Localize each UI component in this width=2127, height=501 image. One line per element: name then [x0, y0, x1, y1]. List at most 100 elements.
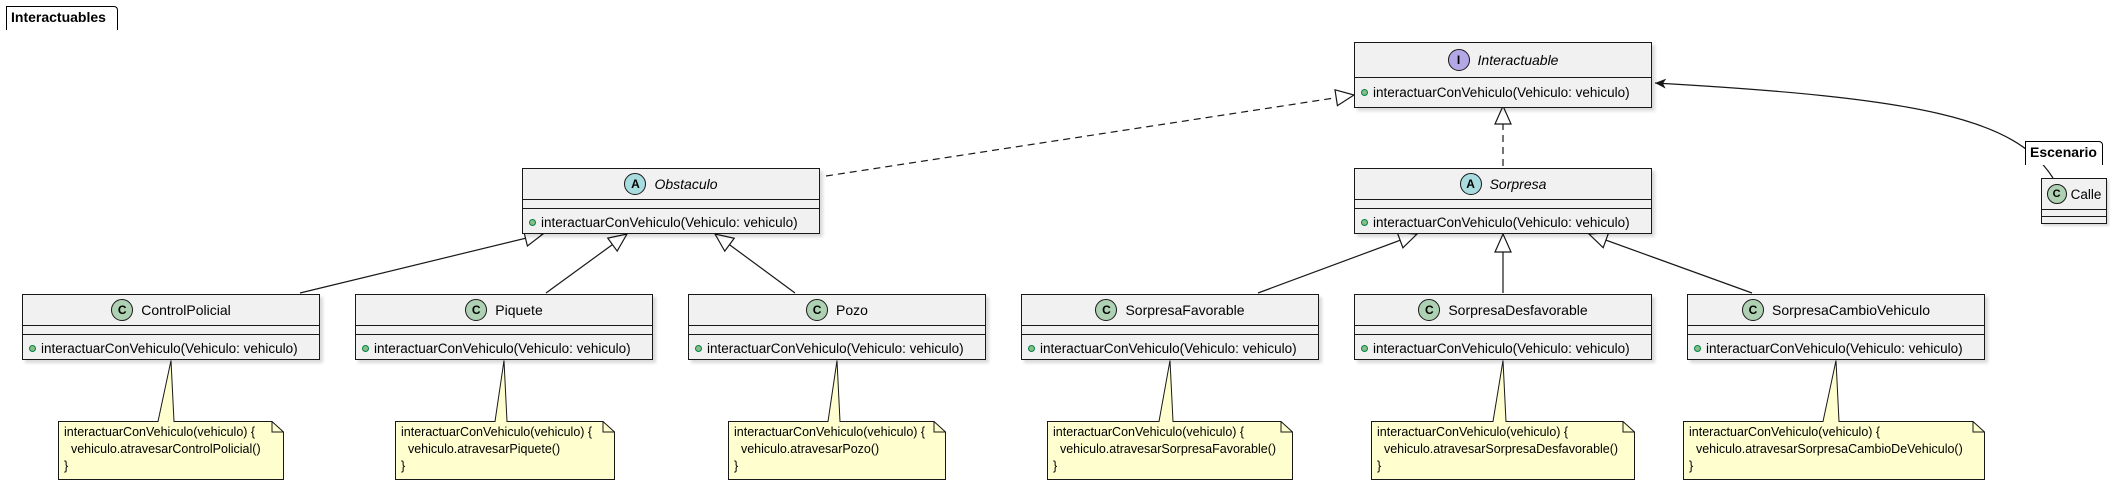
note-line: }	[1689, 459, 1694, 473]
class-sorpresacambiovehiculo[interactable]: C SorpresaCambioVehiculo interactuarConV…	[1687, 294, 1985, 360]
generalization-sorpresacambio	[1589, 234, 1753, 294]
note-line: interactuarConVehiculo(vehiculo) {	[1377, 425, 1569, 439]
class-method: interactuarConVehiculo(Vehiculo: vehicul…	[1373, 341, 1630, 356]
realization-obstaculo	[825, 95, 1354, 177]
note-line: vehiculo.atravesarSorpresaCambioDeVehicu…	[1689, 442, 1963, 456]
class-stereotype-icon: C	[1742, 299, 1764, 321]
class-stereotype-icon: C	[1095, 299, 1118, 321]
class-pozo[interactable]: C Pozo interactuarConVehiculo(Vehiculo: …	[688, 294, 986, 360]
note-line: vehiculo.atravesarControlPolicial()	[64, 442, 261, 456]
fields-compartment	[356, 326, 652, 335]
public-method-icon	[362, 345, 369, 352]
method-row: interactuarConVehiculo(Vehiculo: vehicul…	[1022, 335, 1318, 362]
note-line: vehiculo.atravesarPozo()	[734, 442, 880, 456]
class-header: C SorpresaFavorable	[1022, 295, 1318, 326]
note-shape	[395, 360, 615, 480]
package-tab-escenario: Escenario	[2025, 141, 2103, 165]
note-shape	[1371, 360, 1635, 480]
note-line: }	[1053, 459, 1058, 473]
class-method: interactuarConVehiculo(Vehiculo: vehicul…	[541, 215, 798, 230]
class-piquete[interactable]: C Piquete interactuarConVehiculo(Vehicul…	[355, 294, 653, 360]
note-line: }	[401, 459, 406, 473]
class-header: C Calle	[2042, 179, 2106, 210]
note-sorpresadesfavorable: interactuarConVehiculo(vehiculo) { vehic…	[1371, 360, 1635, 480]
public-method-icon	[695, 345, 702, 352]
class-sorpresafavorable[interactable]: C SorpresaFavorable interactuarConVehicu…	[1021, 294, 1319, 360]
class-header: C Pozo	[689, 295, 985, 326]
note-line: vehiculo.atravesarSorpresaDesfavorable()	[1377, 442, 1619, 456]
class-stereotype-icon: C	[2046, 184, 2067, 204]
method-row: interactuarConVehiculo(Vehiculo: vehicul…	[23, 335, 319, 362]
note-text: interactuarConVehiculo(vehiculo) { vehic…	[1689, 424, 1963, 475]
public-method-icon	[529, 219, 536, 226]
public-method-icon	[1028, 345, 1035, 352]
abstract-class-obstaculo[interactable]: A Obstaculo interactuarConVehiculo(Vehic…	[522, 168, 820, 234]
note-line: vehiculo.atravesarSorpresaFavorable()	[1053, 442, 1277, 456]
note-text: interactuarConVehiculo(vehiculo) { vehic…	[734, 424, 925, 475]
class-controlpolicial[interactable]: C ControlPolicial interactuarConVehiculo…	[22, 294, 320, 360]
class-method: interactuarConVehiculo(Vehiculo: vehicul…	[1040, 341, 1297, 356]
class-name: Piquete	[495, 302, 543, 318]
public-method-icon	[1694, 345, 1701, 352]
note-line: interactuarConVehiculo(vehiculo) {	[1689, 425, 1881, 439]
interface-header: I Interactuable	[1355, 43, 1651, 78]
interface-interactuable[interactable]: I Interactuable interactuarConVehiculo(V…	[1354, 42, 1652, 108]
abstract-stereotype-icon: A	[624, 173, 647, 195]
class-method: interactuarConVehiculo(Vehiculo: vehicul…	[707, 341, 964, 356]
fields-compartment	[1355, 326, 1651, 335]
note-shape	[1047, 360, 1293, 480]
class-name: SorpresaCambioVehiculo	[1772, 302, 1930, 318]
note-line: }	[64, 459, 69, 473]
note-piquete: interactuarConVehiculo(vehiculo) { vehic…	[395, 360, 615, 480]
class-stereotype-icon: C	[1418, 299, 1441, 321]
method-row: interactuarConVehiculo(Vehiculo: vehicul…	[1355, 335, 1651, 362]
abstract-class-sorpresa[interactable]: A Sorpresa interactuarConVehiculo(Vehicu…	[1354, 168, 1652, 234]
note-line: vehiculo.atravesarPiquete()	[401, 442, 561, 456]
class-name: Pozo	[836, 302, 868, 318]
interface-stereotype-icon: I	[1447, 49, 1470, 71]
note-line: interactuarConVehiculo(vehiculo) {	[64, 425, 256, 439]
abstract-stereotype-icon: A	[1459, 173, 1482, 195]
fields-compartment	[1688, 326, 1984, 335]
public-method-icon	[29, 345, 36, 352]
note-shape	[1683, 360, 1985, 480]
method-row: interactuarConVehiculo(Vehiculo: vehicul…	[1688, 335, 1984, 362]
class-calle[interactable]: C Calle	[2041, 178, 2107, 224]
interface-method: interactuarConVehiculo(Vehiculo: vehicul…	[1373, 85, 1630, 100]
generalization-piquete	[545, 234, 627, 294]
class-header: C Piquete	[356, 295, 652, 326]
class-stereotype-icon: C	[806, 299, 829, 321]
fields-compartment	[2042, 210, 2106, 217]
fields-compartment	[689, 326, 985, 335]
package-title-interactuables: Interactuables	[11, 9, 106, 25]
fields-compartment	[23, 326, 319, 335]
class-header: A Sorpresa	[1355, 169, 1651, 200]
class-name: SorpresaFavorable	[1125, 302, 1245, 318]
note-controlpolicial: interactuarConVehiculo(vehiculo) { vehic…	[58, 360, 284, 480]
note-text: interactuarConVehiculo(vehiculo) { vehic…	[1377, 424, 1618, 475]
class-method: interactuarConVehiculo(Vehiculo: vehicul…	[1373, 215, 1630, 230]
note-line: interactuarConVehiculo(vehiculo) {	[1053, 425, 1245, 439]
class-sorpresadesfavorable[interactable]: C SorpresaDesfavorable interactuarConVeh…	[1354, 294, 1652, 360]
note-sorpresafavorable: interactuarConVehiculo(vehiculo) { vehic…	[1047, 360, 1293, 480]
note-text: interactuarConVehiculo(vehiculo) { vehic…	[64, 424, 261, 475]
class-stereotype-icon: C	[111, 299, 134, 321]
package-title-escenario: Escenario	[2030, 144, 2097, 160]
interface-name: Interactuable	[1477, 52, 1559, 68]
method-row: interactuarConVehiculo(Vehiculo: vehicul…	[523, 209, 819, 236]
note-line: interactuarConVehiculo(vehiculo) {	[734, 425, 926, 439]
note-shape	[58, 360, 284, 480]
note-sorpresacambiovehiculo: interactuarConVehiculo(vehiculo) { vehic…	[1683, 360, 1985, 480]
public-method-icon	[1361, 345, 1368, 352]
class-header: C SorpresaCambioVehiculo	[1688, 295, 1984, 326]
class-method: interactuarConVehiculo(Vehiculo: vehicul…	[1706, 341, 1963, 356]
class-name: SorpresaDesfavorable	[1448, 302, 1588, 318]
interface-method-row: interactuarConVehiculo(Vehiculo: vehicul…	[1355, 78, 1651, 106]
fields-compartment	[1022, 326, 1318, 335]
method-row: interactuarConVehiculo(Vehiculo: vehicul…	[1355, 209, 1651, 236]
class-header: C SorpresaDesfavorable	[1355, 295, 1651, 326]
class-method: interactuarConVehiculo(Vehiculo: vehicul…	[374, 341, 631, 356]
public-method-icon	[1361, 89, 1368, 96]
class-name: Obstaculo	[654, 176, 718, 192]
class-header: A Obstaculo	[523, 169, 819, 200]
